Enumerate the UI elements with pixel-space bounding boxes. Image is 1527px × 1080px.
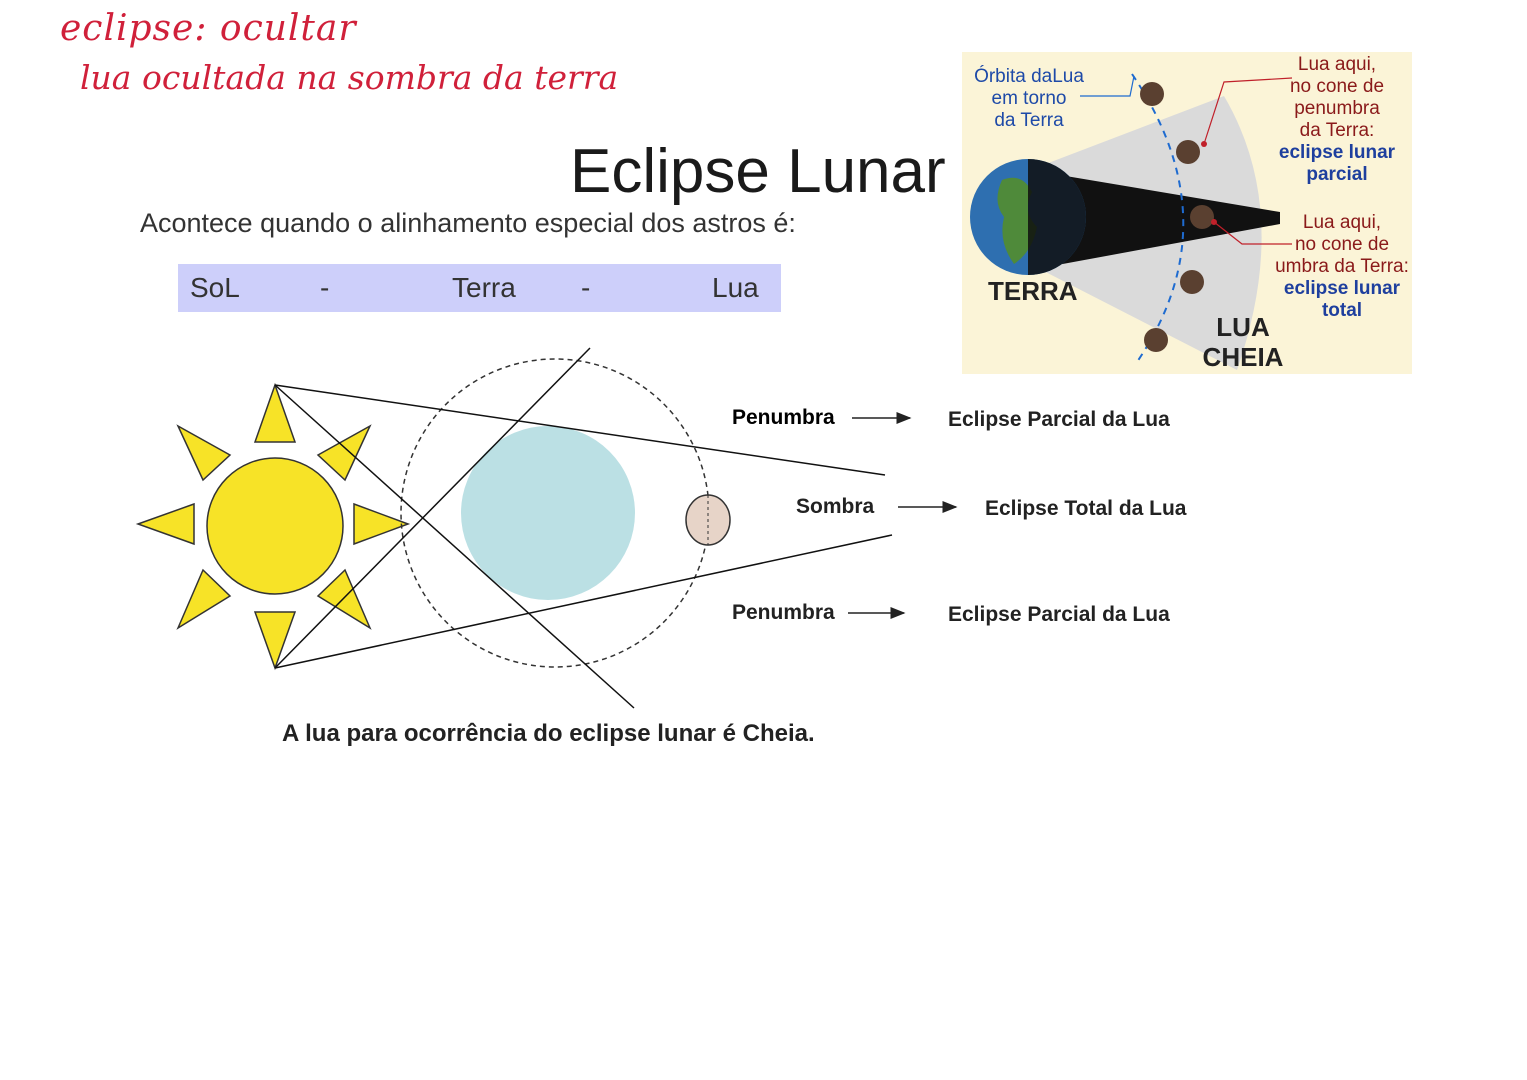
eclipse-diagram: Penumbra Eclipse Parcial da Lua Sombra E… <box>135 347 1187 709</box>
lua-label-line: CHEIA <box>1202 342 1284 372</box>
sun <box>206 457 344 595</box>
lua-cheia-label: LUA CHEIA <box>1198 312 1288 372</box>
subtitle: Acontece quando o alinhamento especial d… <box>140 208 796 238</box>
penumbra-top-result: Eclipse Parcial da Lua <box>948 408 1170 431</box>
total-note-line: umbra da Terra: <box>1275 256 1409 277</box>
orbit-label: Órbita daLua em torno da Terra <box>964 66 1094 132</box>
partial-note-bold: eclipse lunar <box>1278 142 1396 163</box>
sun-rays <box>135 382 411 671</box>
partial-pointer <box>1203 77 1293 145</box>
terra-label: TERRA <box>988 276 1078 306</box>
total-note-bold: total <box>1321 300 1363 321</box>
total-eclipse-note: Lua aqui, no cone de umbra da Terra: ecl… <box>1267 212 1417 322</box>
penumbra-bottom-label: Penumbra <box>732 601 835 624</box>
alignment-separator: - <box>320 272 330 303</box>
alignment-sun: SoL <box>190 272 240 303</box>
sombra-result: Eclipse Total da Lua <box>985 497 1187 520</box>
penumbra-top-label: Penumbra <box>732 406 835 429</box>
lua-label-line: LUA <box>1216 312 1270 342</box>
total-pointer <box>1213 221 1292 245</box>
total-note-line: no cone de <box>1294 234 1390 255</box>
total-note-bold: eclipse lunar <box>1283 278 1401 299</box>
total-note-line: Lua aqui, <box>1302 212 1382 233</box>
handwritten-note-line2: lua ocultada na sombra da terra <box>80 58 619 97</box>
umbra-cone <box>1030 170 1280 270</box>
footer-caption: A lua para ocorrência do eclipse lunar é… <box>282 720 815 747</box>
orbit-pointer <box>1080 75 1135 97</box>
moon-orbit-arc <box>1131 73 1185 363</box>
partial-note-line: no cone de <box>1289 76 1385 97</box>
orbit-label-line: Órbita daLua <box>974 66 1084 87</box>
handwritten-note-line1: eclipse: ocultar <box>60 8 357 49</box>
partial-note-line: penumbra <box>1294 98 1380 119</box>
partial-eclipse-note: Lua aqui, no cone de penumbra da Terra: … <box>1262 54 1412 186</box>
lunar-eclipse-illustration: Órbita daLua em torno da Terra Lua aqui,… <box>962 52 1412 374</box>
moon-positions <box>1140 82 1214 352</box>
alignment-earth: Terra <box>452 272 516 303</box>
partial-note-line: da Terra: <box>1299 120 1375 141</box>
orbit-label-line: da Terra <box>994 110 1064 131</box>
shadow-cone-lines <box>274 347 893 709</box>
earth <box>461 426 635 600</box>
sombra-label: Sombra <box>796 495 875 518</box>
partial-note-line: Lua aqui, <box>1297 54 1377 75</box>
alignment-moon: Lua <box>712 272 759 303</box>
orbit-label-line: em torno <box>991 88 1067 109</box>
page-title: Eclipse Lunar <box>570 137 946 206</box>
partial-note-bold: parcial <box>1306 164 1368 185</box>
alignment-bar: SoL - Terra - Lua <box>178 264 781 312</box>
alignment-separator: - <box>581 272 591 303</box>
penumbra-bottom-result: Eclipse Parcial da Lua <box>948 603 1170 626</box>
